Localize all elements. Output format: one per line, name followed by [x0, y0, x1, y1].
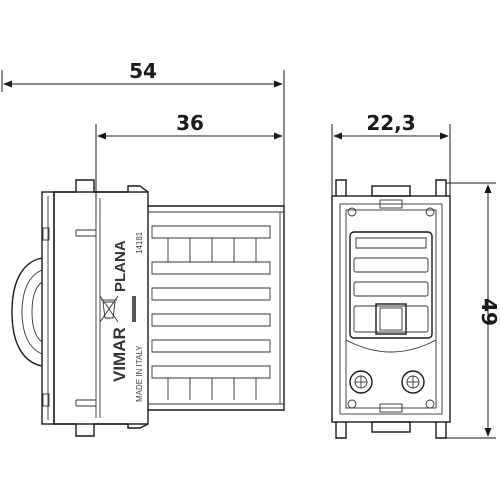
dimension-height: 49	[446, 182, 500, 439]
terminal-screw-left	[349, 370, 373, 394]
dimension-label-54: 54	[129, 59, 157, 83]
separator-bar	[132, 296, 136, 322]
dimension-overall-depth: 54	[1, 59, 285, 210]
front-view	[331, 179, 451, 439]
dimension-label-22-3: 22,3	[366, 111, 415, 135]
module-frame	[331, 195, 451, 423]
frame-body	[53, 191, 149, 425]
side-view: VIMAR PLANA MADE IN ITALY 14181	[11, 179, 285, 437]
rear-housing	[148, 205, 285, 411]
weee-bin-icon	[99, 295, 119, 323]
terminal-screw-right	[401, 370, 425, 394]
code-marking: 14181	[135, 231, 144, 254]
dimension-label-49: 49	[477, 298, 500, 326]
top-clip	[54, 179, 149, 193]
bottom-clip	[54, 423, 149, 437]
dimension-body-depth: 36	[95, 111, 285, 222]
brand-marking: VIMAR	[110, 327, 129, 382]
series-marking: PLANA	[112, 240, 129, 292]
sensor-lens	[11, 257, 43, 367]
dimension-width: 22,3	[331, 111, 451, 200]
origin-marking: MADE IN ITALY	[135, 345, 144, 402]
center-terminal	[375, 303, 407, 335]
dimension-label-36: 36	[176, 111, 204, 135]
housing-slots	[151, 225, 271, 400]
sensor-window	[349, 231, 433, 339]
